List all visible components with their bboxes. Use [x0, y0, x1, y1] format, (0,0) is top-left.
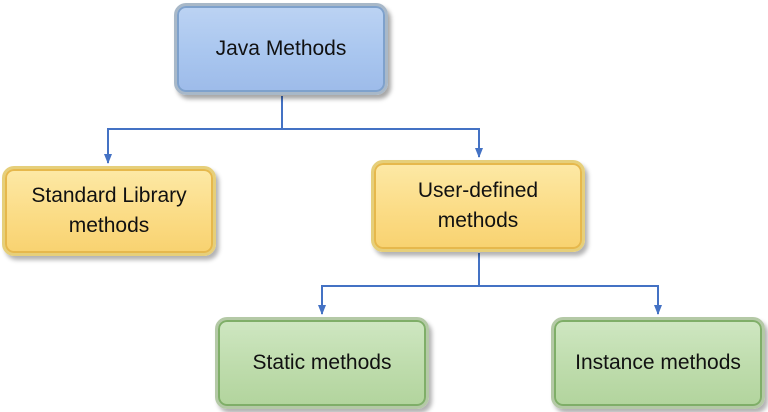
- node-standard-library-methods-label: Standard Library methods: [31, 184, 187, 237]
- node-user-defined-methods-label: User-defined methods: [417, 179, 539, 232]
- node-java-methods-label: Java Methods: [215, 37, 347, 60]
- node-instance-methods: Instance methods: [551, 317, 765, 409]
- node-static-methods: Static methods: [215, 317, 429, 409]
- edge-user-defined-to-static: [318, 253, 480, 315]
- edge-user-defined-to-instance: [479, 285, 662, 315]
- node-instance-methods-label: Instance methods: [575, 351, 741, 374]
- node-static-methods-label: Static methods: [252, 351, 392, 374]
- node-java-methods: Java Methods: [174, 3, 388, 95]
- node-standard-library-methods: Standard Library methods: [2, 166, 216, 256]
- edge-root-to-user-defined: [282, 128, 483, 158]
- node-user-defined-methods: User-defined methods: [371, 160, 585, 252]
- edge-root-to-standard-library: [104, 96, 283, 164]
